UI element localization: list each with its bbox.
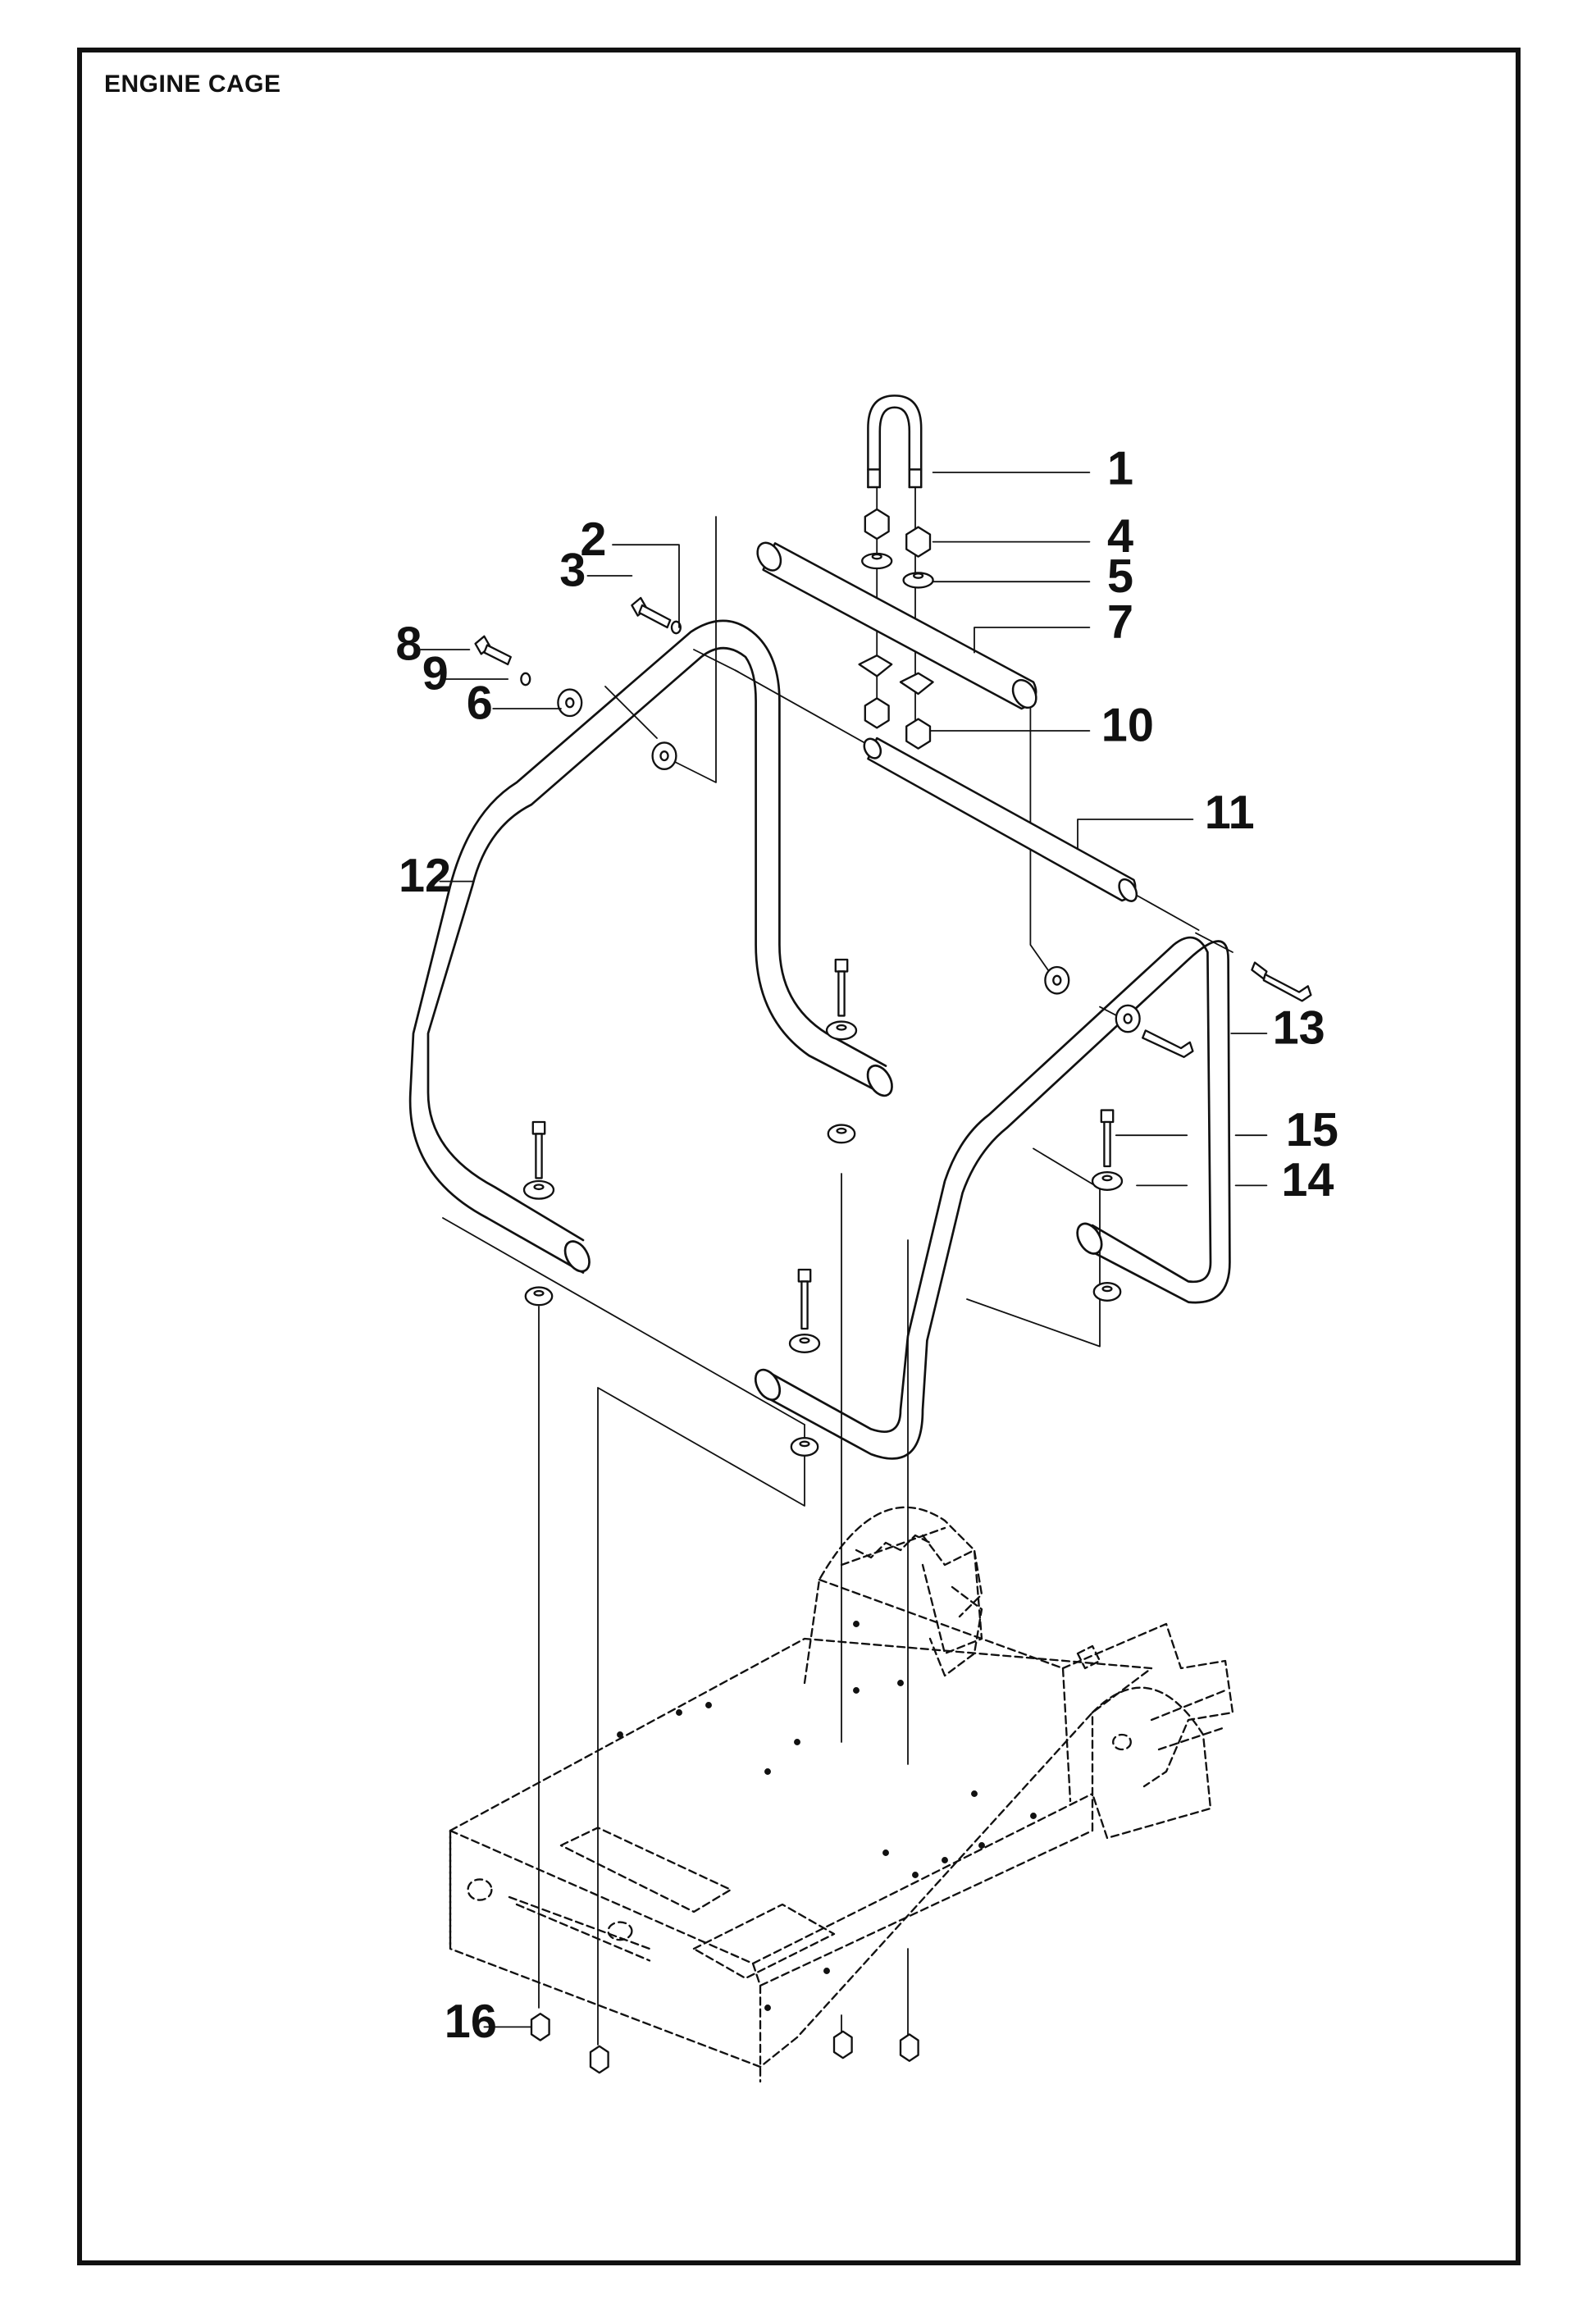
callout-7: 7 <box>1107 596 1133 649</box>
callout-14: 14 <box>1281 1154 1334 1206</box>
callout-2: 2 <box>580 513 606 566</box>
callout-11: 11 <box>1205 787 1255 839</box>
callout-16: 16 <box>445 1995 497 2048</box>
base-frame-holes <box>617 1621 1037 2011</box>
side-bolts <box>474 596 1312 1058</box>
callout-labels: 1 2 3 4 5 6 7 8 9 10 11 12 13 14 15 16 <box>395 442 1338 2048</box>
callout-6: 6 <box>467 677 493 730</box>
bottom-nuts <box>530 2013 919 2074</box>
callout-1: 1 <box>1107 442 1133 495</box>
callout-10: 10 <box>1101 700 1154 752</box>
callout-leaders <box>420 472 1268 2028</box>
callout-8: 8 <box>395 618 422 671</box>
right-cage-frame <box>754 936 1231 1460</box>
u-bolt-hardware <box>858 508 934 750</box>
drawing-frame <box>77 48 1521 2265</box>
vertical-bolts <box>531 958 1115 1330</box>
diagram-title: ENGINE CAGE <box>104 71 281 98</box>
callout-4: 4 <box>1107 510 1133 563</box>
spacer-tube <box>863 737 1138 902</box>
u-bolt <box>867 395 923 489</box>
callout-13: 13 <box>1273 1002 1325 1055</box>
left-cage-frame <box>408 619 893 1274</box>
callout-5: 5 <box>1107 550 1133 603</box>
callout-15: 15 <box>1286 1104 1338 1156</box>
callout-3: 3 <box>559 545 586 597</box>
callout-9: 9 <box>422 648 449 700</box>
rear-tube <box>756 541 1037 710</box>
callout-12: 12 <box>399 850 451 902</box>
isolators <box>522 688 1141 1457</box>
